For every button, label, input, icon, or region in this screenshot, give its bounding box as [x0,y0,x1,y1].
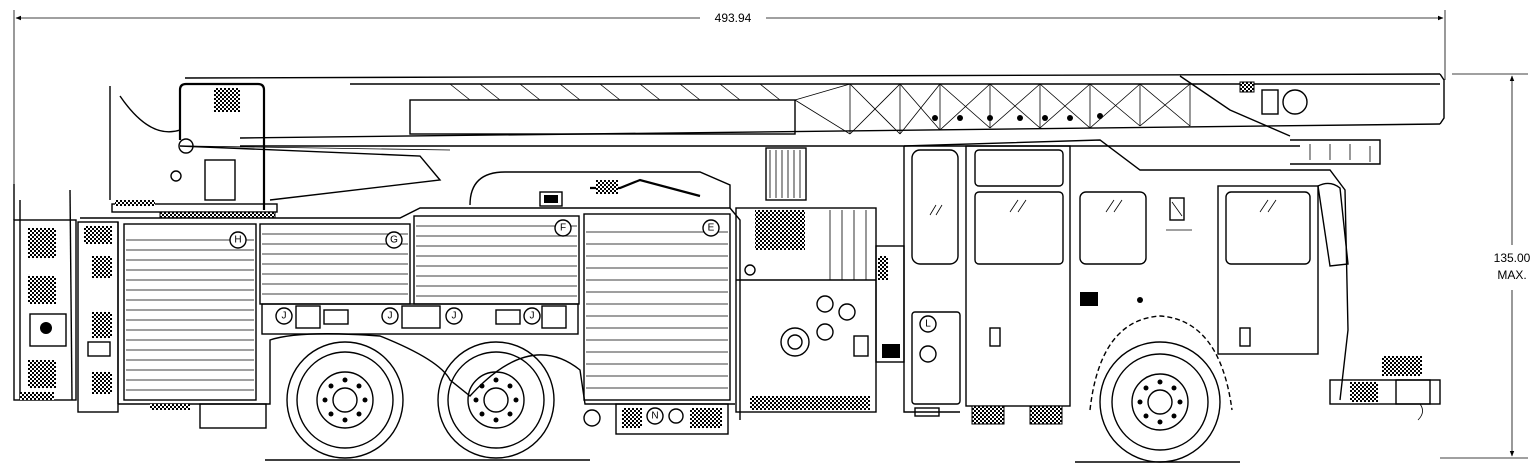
locker-j-label-4: J [530,311,535,322]
compartment-h: H [123,223,257,401]
length-dimension-value: 493.94 [715,11,752,25]
compartment-f-label: F [560,223,566,234]
front-wheel [1089,315,1233,463]
underbody: N [150,403,729,435]
turntable [109,82,451,219]
height-dimension-value: 135.00 [1494,251,1531,265]
compartment-e: E [583,213,731,401]
compartment-n-label: N [651,411,658,422]
hydraulic-arm [469,171,731,208]
cab: L [903,139,1441,425]
lockers-j: J J J J [261,303,579,335]
compartment-g-label: G [390,235,398,246]
aerial-ladder [184,73,1445,165]
compartment-g: G [259,223,411,305]
locker-j-label-3: J [452,311,457,322]
rear-wheel-1 [286,341,404,459]
compartment-f: F [413,215,580,305]
locker-j-label-2: J [388,311,393,322]
rear-body [13,184,119,413]
compartment-l-label: L [925,319,931,330]
ground-line [265,459,1240,463]
height-dimension: 135.00 MAX. [1440,73,1531,459]
compartment-e-label: E [708,223,715,234]
ladder-rivets [932,113,1103,121]
pump-panel [735,147,905,413]
height-dimension-note: MAX. [1497,268,1526,282]
compartment-h-label: H [234,235,241,246]
rear-wheel-2 [437,341,555,459]
locker-j-label-1: J [282,311,287,322]
